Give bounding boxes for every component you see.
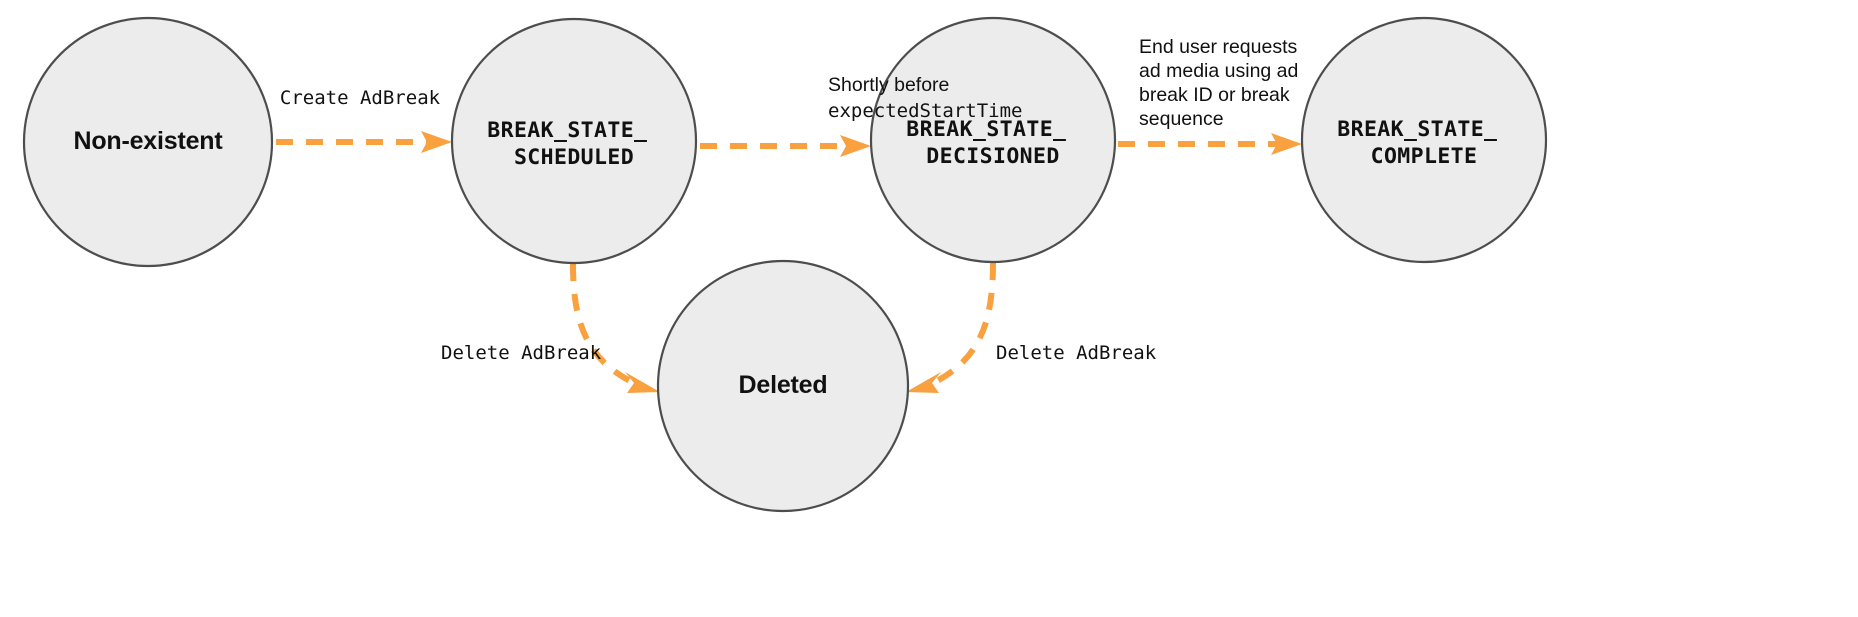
node-label-deleted: Deleted — [739, 371, 828, 399]
node-circle-break-state-decisioned — [869, 16, 1117, 264]
node-label-non-existent: Non-existent — [73, 127, 223, 155]
node-circle-break-state-complete — [1300, 16, 1548, 264]
arrow-head-end-user-requests — [1271, 133, 1302, 155]
edge-delete-adbreak-from-scheduled[interactable] — [570, 263, 660, 393]
node-deleted[interactable]: Deleted — [656, 259, 910, 513]
edge-line-delete-from-decisioned — [933, 262, 996, 385]
node-non-existent[interactable]: Non-existent — [22, 16, 274, 268]
edge-label-end-user-requests-ad-media: End user requests ad media using ad brea… — [1139, 36, 1304, 130]
edge-label-delete-adbreak-from-scheduled: Delete AdBreak — [441, 342, 602, 364]
node-break-state-scheduled[interactable]: BREAK_STATE_ SCHEDULED — [450, 17, 698, 265]
edge-delete-adbreak-from-decisioned[interactable] — [906, 262, 996, 393]
edge-create-adbreak[interactable] — [276, 131, 452, 153]
node-break-state-complete[interactable]: BREAK_STATE_ COMPLETE — [1300, 16, 1548, 264]
node-circle-non-existent — [22, 16, 274, 268]
edge-line-delete-from-scheduled — [570, 263, 634, 385]
arrow-head-create-adbreak — [421, 131, 452, 153]
edge-label-delete-adbreak-from-decisioned: Delete AdBreak — [996, 342, 1157, 364]
edge-label-create-adbreak: Create AdBreak — [280, 87, 441, 109]
arrow-head-shortly-before — [840, 135, 871, 157]
node-break-state-decisioned[interactable]: BREAK_STATE_ DECISIONED — [869, 16, 1117, 264]
edge-end-user-requests-ad-media[interactable] — [1118, 133, 1302, 155]
node-label-break-state-complete: BREAK_STATE_ COMPLETE — [1337, 117, 1511, 169]
node-label-break-state-decisioned: BREAK_STATE_ DECISIONED — [906, 117, 1080, 169]
node-label-break-state-scheduled: BREAK_STATE_ SCHEDULED — [487, 118, 661, 170]
node-circle-deleted — [656, 259, 910, 513]
arrow-head-delete-from-decisioned — [906, 372, 941, 393]
arrow-head-delete-from-scheduled — [625, 372, 660, 393]
edge-shortly-before-expected-start-time[interactable] — [700, 135, 871, 157]
edge-label-shortly-before-expected-start-time: Shortly before expectedStartTime — [828, 74, 1022, 121]
node-circle-break-state-scheduled — [450, 17, 698, 265]
